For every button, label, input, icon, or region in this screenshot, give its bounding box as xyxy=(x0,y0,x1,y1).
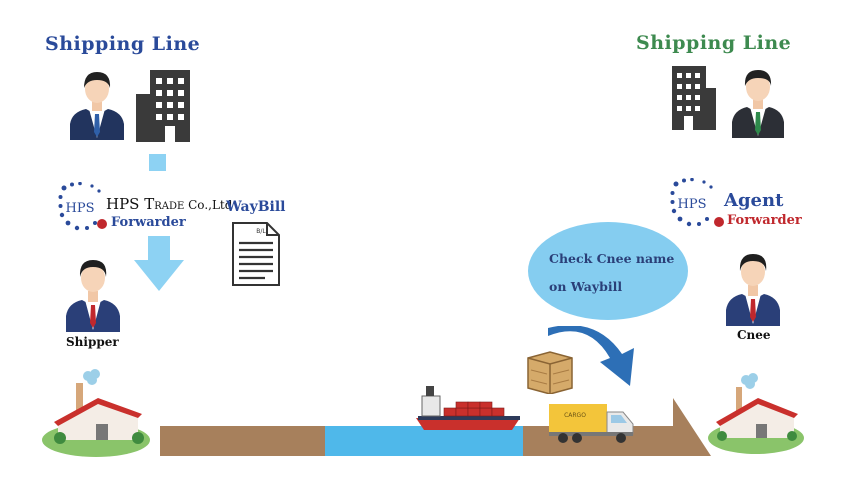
down-arrow-icon xyxy=(133,236,185,292)
cnee-label: Cnee xyxy=(737,328,771,342)
left-factory-icon xyxy=(40,368,152,458)
right-forwarder-dot xyxy=(714,217,724,227)
left-logo-text: HPS xyxy=(66,201,95,216)
left-forwarder-dot xyxy=(97,219,107,229)
curved-arrow-icon xyxy=(548,326,638,388)
cargo-truck-icon: CARGO xyxy=(547,400,635,444)
connector-square xyxy=(149,154,166,171)
shipper-label: Shipper xyxy=(66,335,119,349)
left-company-name-small: RADE xyxy=(154,201,185,212)
left-businessman-icon xyxy=(68,68,126,140)
right-businessman-icon xyxy=(730,66,786,138)
right-hps-logo: HPS xyxy=(670,178,714,228)
container-ship-icon xyxy=(416,384,524,432)
right-forwarder-label: Forwarder xyxy=(727,213,802,228)
check-cnee-bubble xyxy=(528,222,688,320)
left-shipping-line-title: Shipping Line xyxy=(45,33,201,55)
left-ground xyxy=(160,426,325,456)
bubble-line-1: Check Cnee name xyxy=(549,251,675,266)
right-building-icon xyxy=(668,64,718,130)
left-company-name-main: HPS T xyxy=(106,195,155,213)
cnee-person-icon xyxy=(724,250,782,326)
left-building-icon xyxy=(136,68,198,142)
waybill-document-icon: B/L xyxy=(231,221,281,287)
left-company-name-tail: Co.,Ltd xyxy=(184,198,233,212)
right-logo-text: HPS xyxy=(678,197,707,212)
left-hps-logo: HPS xyxy=(58,182,102,232)
sea xyxy=(325,426,523,456)
left-forwarder-label: Forwarder xyxy=(111,215,186,230)
wooden-crate-icon xyxy=(526,350,574,394)
waybill-doc-label: B/L xyxy=(256,228,266,235)
right-factory-icon xyxy=(706,372,806,456)
left-company-name: HPS TRADE Co.,Ltd xyxy=(106,195,232,213)
truck-cargo-text: CARGO xyxy=(564,412,586,419)
waybill-label: WayBill xyxy=(226,199,286,215)
shipper-person-icon xyxy=(64,256,122,332)
agent-label: Agent xyxy=(724,190,784,211)
bubble-line-2: on Waybill xyxy=(549,279,623,294)
right-shipping-line-title: Shipping Line xyxy=(636,32,792,54)
